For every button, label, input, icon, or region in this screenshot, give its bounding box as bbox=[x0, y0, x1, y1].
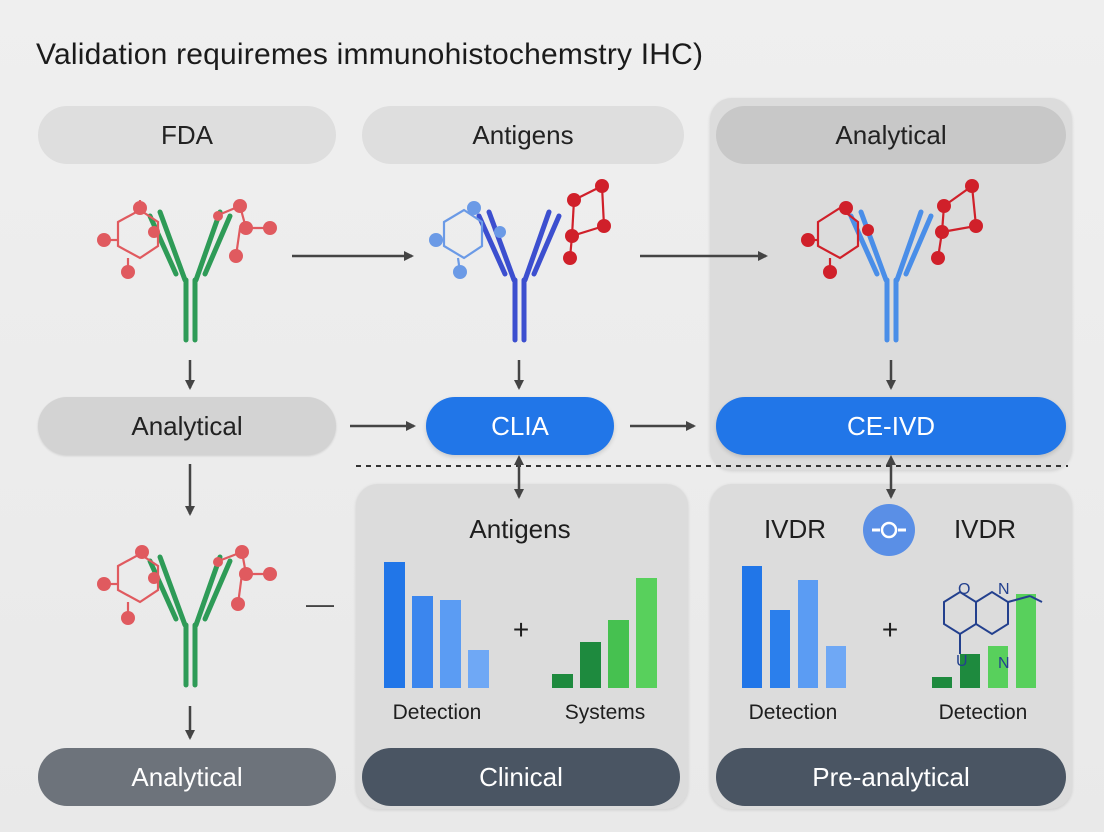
bar bbox=[580, 642, 601, 688]
bar bbox=[798, 580, 818, 688]
center-right-caption: Systems bbox=[564, 701, 646, 724]
pre-analytical-pill: Pre-analytical bbox=[716, 748, 1066, 806]
bar bbox=[552, 674, 573, 688]
antibody-blue-center bbox=[476, 209, 562, 343]
atom-label: N bbox=[998, 655, 1010, 672]
bar bbox=[636, 578, 657, 688]
bar bbox=[988, 646, 1008, 688]
right-bars-left bbox=[742, 566, 846, 688]
bar bbox=[412, 596, 433, 688]
right-right-caption: Detection bbox=[938, 701, 1028, 724]
ce-ivd-pill: CE-IVD bbox=[716, 397, 1066, 455]
molecule-red-left-top bbox=[97, 200, 160, 279]
bar bbox=[770, 610, 790, 688]
antibody-green-bottom bbox=[147, 554, 233, 688]
antigens-pill: Antigens bbox=[362, 106, 684, 164]
molecule-red-right-center bbox=[563, 179, 611, 265]
molecule-red-left-right bbox=[801, 201, 874, 279]
molecule-red-right-bottom bbox=[213, 545, 277, 611]
molecule-red-right-right bbox=[931, 179, 983, 265]
atom-label: U bbox=[956, 653, 968, 670]
analytical-bottom-pill: Analytical bbox=[38, 748, 336, 806]
connector-dash: — bbox=[306, 588, 334, 619]
bar bbox=[742, 566, 762, 688]
center-bars-right bbox=[552, 578, 657, 688]
chemical-structure-overlay bbox=[943, 590, 1043, 654]
center-bars-left bbox=[384, 562, 489, 688]
molecule-red-right-top bbox=[213, 199, 277, 263]
right-panel-heading-left: IVDR bbox=[763, 514, 827, 544]
right-panel-heading-right: IVDR bbox=[953, 514, 1017, 544]
right-left-caption: Detection bbox=[748, 701, 838, 724]
clinical-pill: Clinical bbox=[362, 748, 680, 806]
center-left-caption: Detection bbox=[392, 701, 482, 724]
link-badge-icon bbox=[863, 504, 915, 556]
right-plus-sign: + bbox=[881, 614, 899, 645]
analytical-middle-pill: Analytical bbox=[38, 397, 336, 455]
center-panel-heading: Antigens bbox=[469, 514, 571, 544]
bar bbox=[384, 562, 405, 688]
bar bbox=[826, 646, 846, 688]
bar bbox=[440, 600, 461, 688]
antibody-green-top bbox=[147, 209, 233, 343]
molecule-red-left-bottom bbox=[97, 545, 160, 625]
fda-pill: FDA bbox=[38, 106, 336, 164]
bar bbox=[468, 650, 489, 688]
molecule-lightblue-left bbox=[429, 201, 506, 279]
antibody-lightblue-right bbox=[848, 209, 934, 343]
center-plus-sign: + bbox=[512, 614, 530, 645]
analytical-top-pill: Analytical bbox=[716, 106, 1066, 164]
atom-label: O bbox=[958, 581, 970, 598]
bar bbox=[608, 620, 629, 688]
diagram-title: Validation requiremes immunohistochemstr… bbox=[36, 38, 704, 71]
bar bbox=[960, 654, 980, 688]
atom-label: N bbox=[998, 581, 1010, 598]
bar bbox=[932, 677, 952, 688]
right-bars-right bbox=[932, 594, 1036, 688]
clia-pill: CLIA bbox=[426, 397, 614, 455]
bar bbox=[1016, 594, 1036, 688]
